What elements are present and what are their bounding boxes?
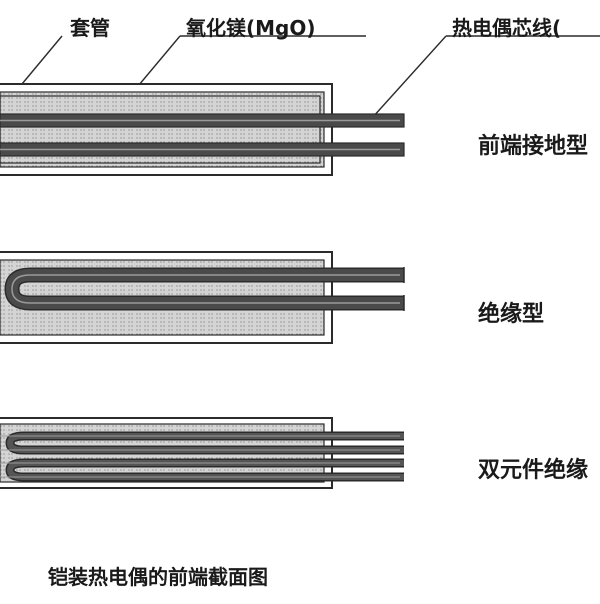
insulated-type-section bbox=[0, 251, 405, 344]
label-dual-element-type: 双元件绝缘 bbox=[478, 458, 589, 483]
label-core-wire: 热电偶芯线( bbox=[452, 16, 562, 40]
sheath-inner-grounded bbox=[0, 95, 321, 164]
label-insulated-type: 绝缘型 bbox=[478, 302, 545, 327]
dual-element-section bbox=[0, 417, 404, 489]
label-mgo: 氧化镁(MgO) bbox=[186, 16, 316, 40]
label-grounded-type: 前端接地型 bbox=[478, 134, 589, 159]
grounded-type-section bbox=[0, 83, 405, 176]
figure-caption: 铠装热电偶的前端截面图 bbox=[48, 565, 268, 589]
label-sheath: 套管 bbox=[70, 16, 110, 40]
leader-core bbox=[371, 35, 447, 119]
